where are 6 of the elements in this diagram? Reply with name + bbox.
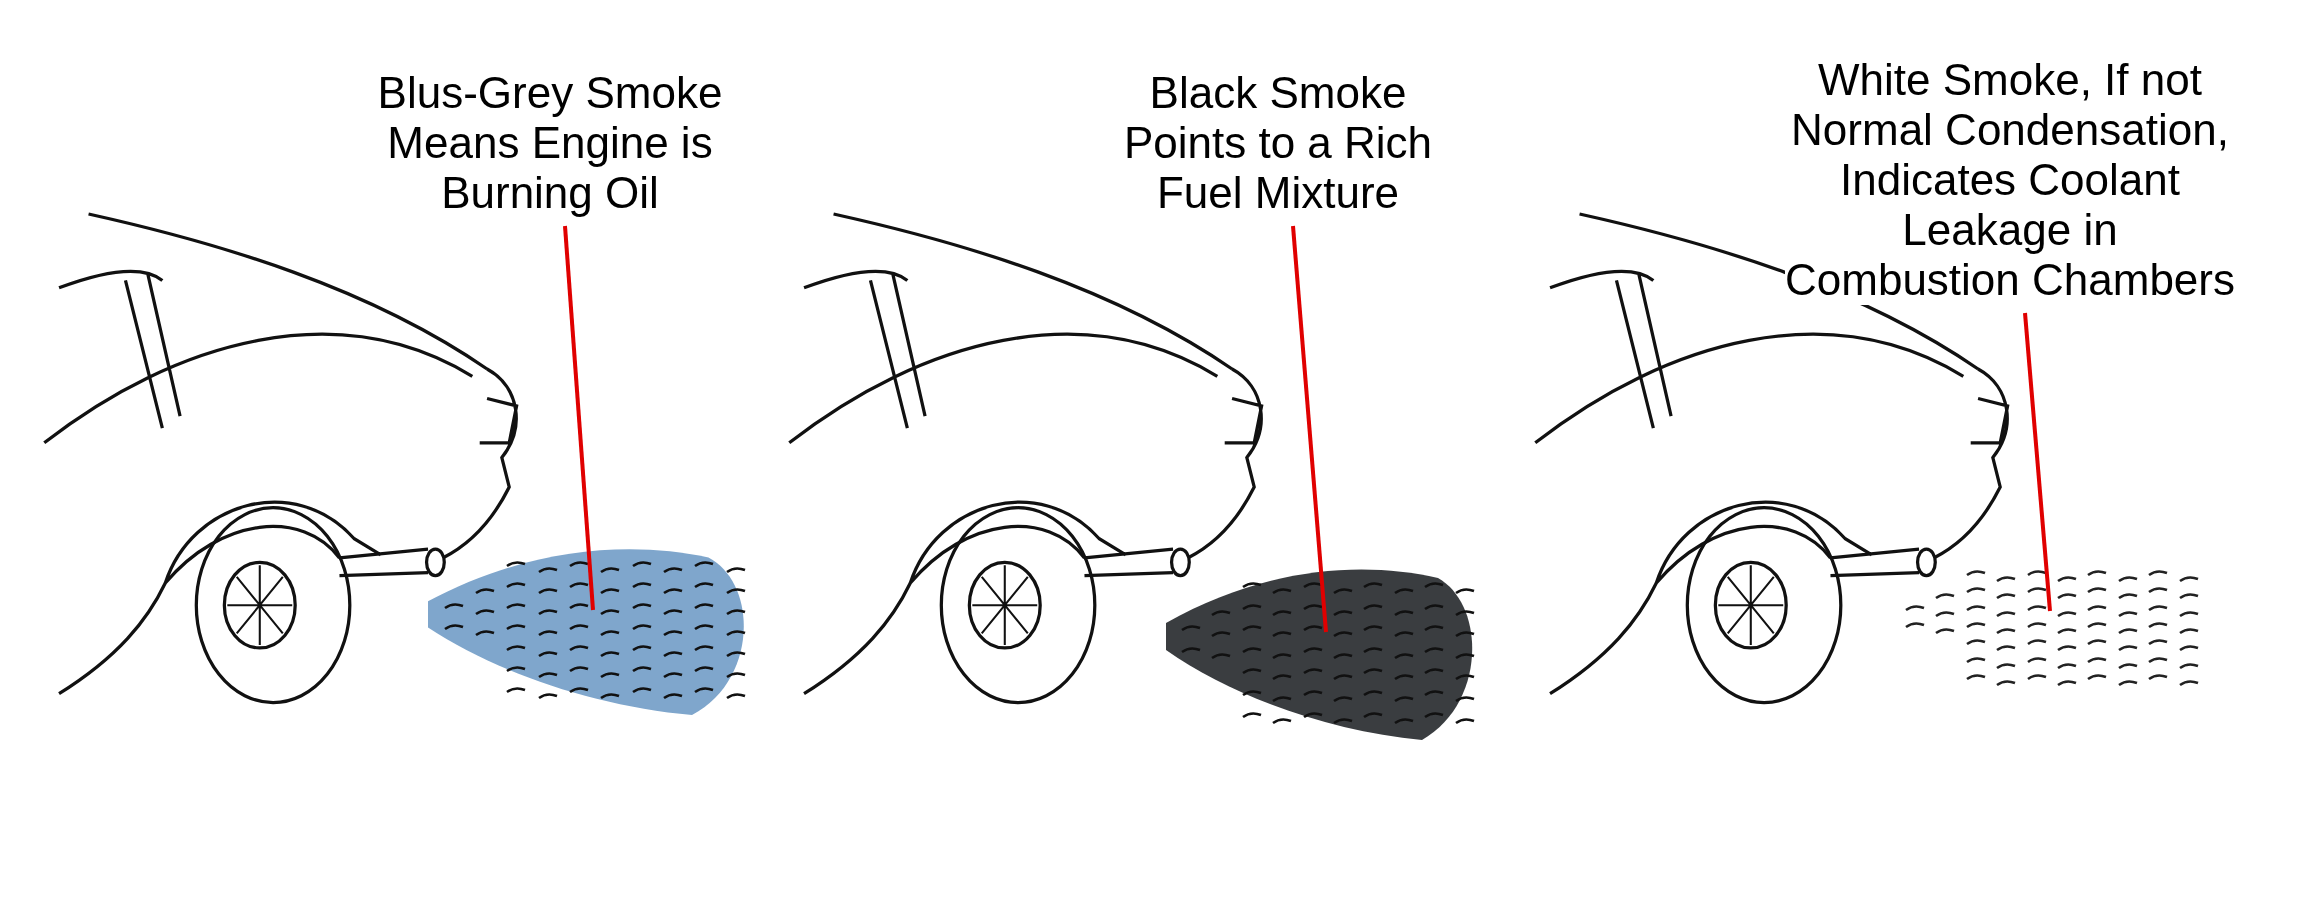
leader-line — [1291, 225, 1328, 633]
callout-text: White Smoke, If not Normal Condensation, Indicates Coolant Leakage in Combustion Chambers — [1785, 55, 2235, 305]
callout-text: Blus-Grey Smoke Means Engine is Burning Oil — [376, 68, 724, 218]
leader-line — [563, 225, 595, 611]
leader-line — [2023, 312, 2052, 612]
callout-text: Black Smoke Points to a Rich Fuel Mixture — [1122, 68, 1434, 218]
